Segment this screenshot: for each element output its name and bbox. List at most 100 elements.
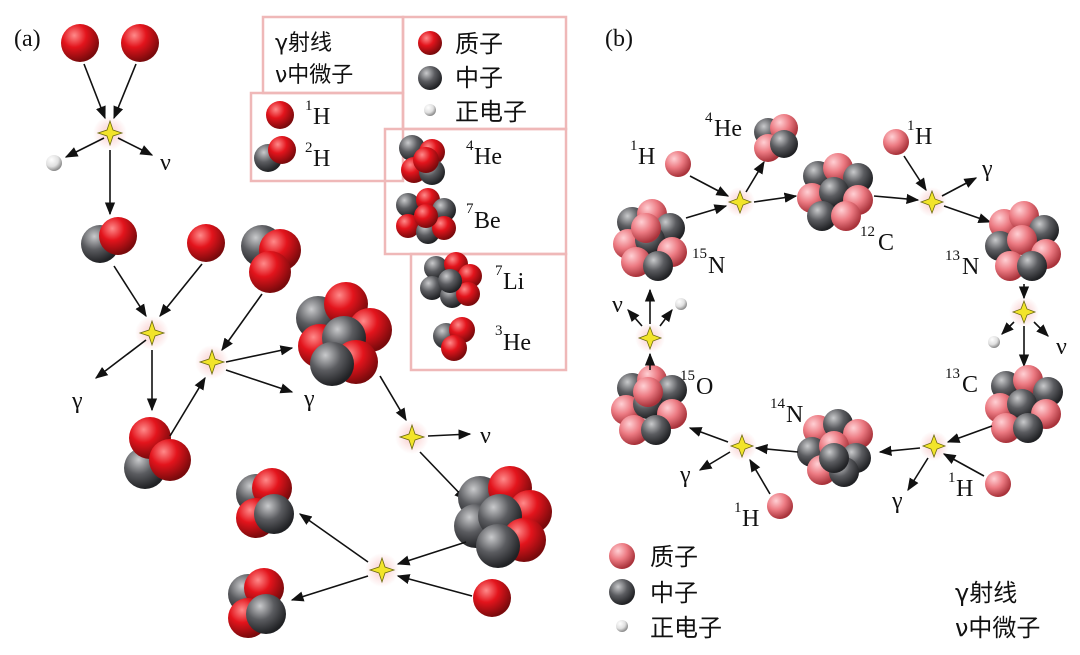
nitrogen-15-nucleus (613, 199, 687, 281)
n14-sup: 14 (770, 396, 786, 412)
fusion-burst (727, 431, 757, 461)
fusion-burst (635, 323, 665, 353)
n14-sym: N (786, 402, 803, 428)
proton-particle (985, 471, 1011, 497)
proton-particle (883, 129, 909, 155)
proton-particle (665, 151, 691, 177)
legend-b-neutrino-text: ν中微子 (955, 614, 1040, 642)
legend-a: γ射线 ν中微子 质子 中子 正电子 1 H 2 H 4 He (249, 15, 568, 372)
he4-sym: He (714, 116, 742, 142)
legend-a-neutron-icon (418, 66, 442, 90)
positron-particle (46, 155, 62, 171)
legend-a-li7-sym: Li (503, 269, 525, 295)
deuterium-nucleus (81, 217, 137, 263)
legend-a-be7-nucleus (396, 188, 456, 244)
neutrino-label: ν (612, 292, 623, 318)
carbon-12-nucleus (797, 153, 873, 231)
o15-sup: 15 (680, 368, 695, 384)
legend-a-he4-sup: 4 (466, 138, 474, 154)
neutrino-label: ν (480, 423, 491, 449)
legend-a-neutrino-text: ν中微子 (275, 63, 353, 88)
legend-b-positron-icon (616, 620, 628, 632)
fusion-burst (365, 553, 399, 587)
legend-b-positron-text: 正电子 (650, 614, 722, 642)
pp-chain-diagram: ν γ γ (46, 24, 552, 638)
legend-a-h1-sup: 1 (305, 98, 313, 114)
proton-particle (767, 493, 793, 519)
h1-top-right-sup: 1 (907, 118, 915, 134)
gamma-label: γ (981, 156, 993, 182)
h1-bottom-sup: 1 (734, 500, 742, 516)
legend-a-be7-sym: Be (474, 208, 501, 234)
gamma-label: γ (303, 386, 315, 412)
legend-b-proton-icon (609, 543, 635, 569)
cno-cycle-diagram: 15 N 1 H 4 He 12 C 1 H γ (611, 110, 1067, 532)
n15-sup: 15 (692, 246, 707, 262)
legend-a-proton-icon (418, 31, 442, 55)
n15-sym: N (708, 253, 725, 279)
nitrogen-13-nucleus (985, 201, 1061, 281)
positron-particle (675, 298, 687, 310)
helium-4-nucleus (236, 468, 294, 538)
nitrogen-14-nucleus (797, 409, 873, 487)
beryllium-7-nucleus (296, 282, 392, 386)
legend-a-li7-nucleus (420, 252, 482, 308)
c12-sym: C (878, 230, 894, 256)
h1-top-sym: H (638, 144, 655, 170)
h1-top-right-sym: H (915, 124, 932, 150)
legend-a-light-box (409, 252, 568, 372)
h1-bottom-sym: H (742, 506, 759, 532)
o15-sym: O (696, 374, 713, 400)
legend-a-hydrogen-box (249, 91, 405, 183)
legend-b-neutron-text: 中子 (650, 579, 698, 607)
proton-particle (473, 579, 511, 617)
helium-3-nucleus (124, 417, 191, 489)
legend-a-gamma-text: γ射线 (275, 31, 332, 56)
legend-a-he4-nucleus (399, 135, 445, 185)
proton-particle (121, 24, 159, 62)
n13-sup: 13 (945, 248, 960, 264)
legend-a-positron-icon (424, 104, 436, 116)
c13-sup: 13 (945, 366, 960, 382)
legend-a-he3-sup: 3 (495, 323, 503, 339)
legend-a-h1-icon (266, 101, 294, 129)
legend-a-neutron-text: 中子 (455, 64, 503, 92)
legend-a-he3-nucleus (433, 317, 475, 361)
h1-bottom-right-sup: 1 (948, 470, 956, 486)
helium-4-nucleus (228, 568, 286, 638)
legend-a-h1-sym: H (313, 104, 330, 130)
legend-b-gamma-text: γ射线 (955, 579, 1017, 607)
legend-a-positron-text: 正电子 (455, 98, 527, 126)
neutrino-label: ν (160, 150, 171, 176)
oxygen-15-nucleus (611, 365, 687, 445)
fusion-burst (1009, 297, 1039, 327)
legend-a-he4-sym: He (474, 144, 502, 170)
c13-sym: C (962, 372, 978, 398)
proton-particle (61, 24, 99, 62)
panel-a-label: (a) (14, 26, 41, 52)
helium-4-nucleus (754, 114, 798, 162)
legend-a-be7-sup: 7 (466, 201, 474, 217)
carbon-13-nucleus (985, 365, 1063, 443)
gamma-label: γ (891, 488, 903, 514)
legend-a-h2-proton-icon (268, 136, 296, 164)
lithium-7-nucleus (454, 466, 552, 568)
legend-a-h2-sym: H (313, 146, 330, 172)
helium-3-nucleus (241, 225, 301, 293)
h1-bottom-right-sym: H (956, 476, 973, 502)
n13-sym: N (962, 254, 979, 280)
legend-a-proton-text: 质子 (455, 30, 503, 58)
panel-b-label: (b) (605, 26, 633, 52)
fusion-burst (725, 187, 755, 217)
legend-a-he3-sym: He (503, 330, 531, 356)
fusion-burst (195, 345, 229, 379)
fusion-burst (93, 116, 127, 150)
gamma-label: γ (679, 462, 691, 488)
legend-b-proton-text: 质子 (650, 543, 698, 571)
gamma-label: γ (71, 388, 83, 414)
he4-sup: 4 (705, 110, 713, 126)
legend-a-h2-sup: 2 (305, 140, 313, 156)
proton-particle (187, 224, 225, 262)
legend-a-li7-sup: 7 (495, 263, 503, 279)
